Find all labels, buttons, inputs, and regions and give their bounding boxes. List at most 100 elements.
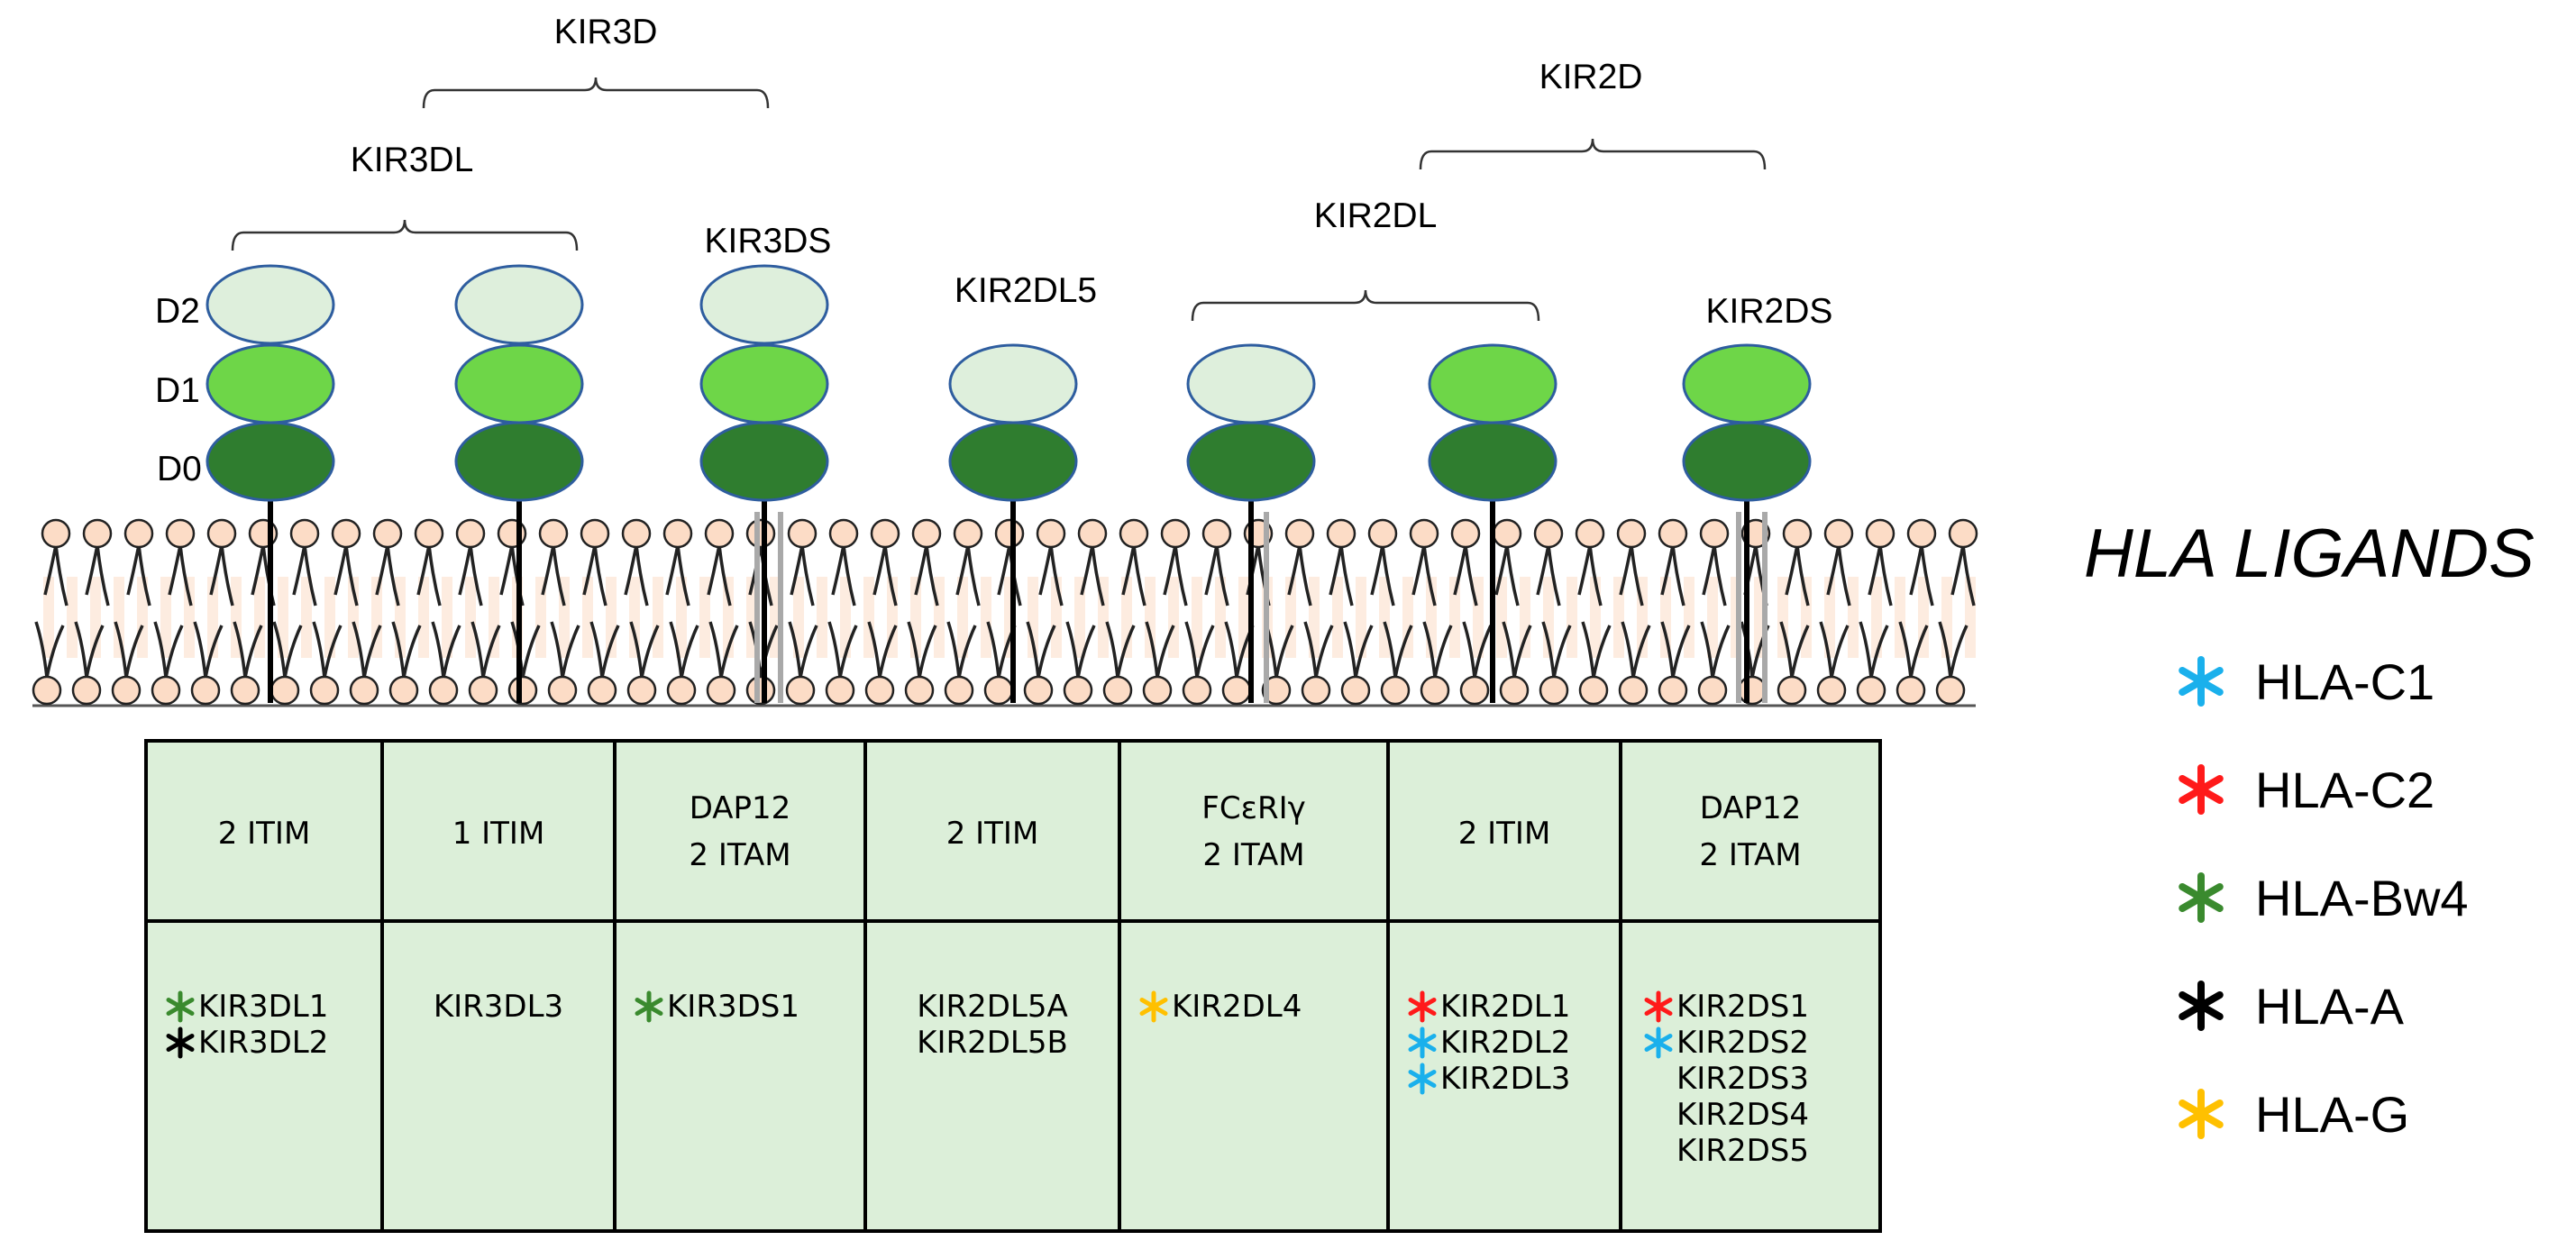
domain-d1 bbox=[454, 343, 584, 424]
label-kir3dl: KIR3DL bbox=[351, 141, 474, 179]
asterisk-icon bbox=[1408, 1063, 1437, 1095]
legend-label: HLA-C1 bbox=[2255, 653, 2434, 710]
phospholipid-top bbox=[41, 518, 71, 607]
lipid-tail-bg bbox=[582, 577, 593, 658]
asterisk-icon bbox=[1644, 1026, 1673, 1059]
phospholipid-top bbox=[331, 518, 361, 607]
lipid-tail-bg bbox=[1801, 577, 1812, 658]
phospholipid-top bbox=[911, 518, 942, 607]
motif-text: FCεRIγ bbox=[1201, 790, 1305, 826]
domain-d0 bbox=[1186, 421, 1316, 502]
phospholipid-top bbox=[1284, 518, 1315, 607]
phospholipid-top bbox=[372, 518, 403, 607]
phospholipid-top bbox=[1326, 518, 1357, 607]
lipid-tail-bg bbox=[981, 577, 991, 658]
lipid-tail-bg bbox=[418, 577, 429, 658]
phospholipid-bottom bbox=[1221, 621, 1255, 706]
receptors bbox=[206, 264, 1812, 703]
domain-label-d0: D0 bbox=[157, 450, 202, 488]
motif-text: DAP12 bbox=[1700, 790, 1802, 826]
gene-name: KIR2DS4 bbox=[1676, 1097, 1809, 1133]
bracket-kir3d bbox=[422, 77, 770, 109]
lipid-tail-bg bbox=[489, 577, 499, 658]
phospholipid-bottom bbox=[1182, 621, 1215, 706]
bracket-kir3dl bbox=[231, 219, 579, 251]
gene-cell: KIR3DS1 bbox=[635, 989, 799, 1025]
phospholipid-bottom bbox=[1301, 621, 1334, 706]
lipid-tail-bg bbox=[301, 577, 312, 658]
asterisk-icon bbox=[1408, 990, 1437, 1023]
phospholipid-bottom bbox=[1856, 621, 1889, 706]
phospholipid-bottom bbox=[32, 621, 65, 706]
domain-d1 bbox=[206, 343, 335, 424]
domain-d2 bbox=[948, 343, 1078, 424]
lipid-tail-bg bbox=[1520, 577, 1530, 658]
gene-name: KIR2DS1 bbox=[1676, 989, 1809, 1025]
phospholipid-top bbox=[1119, 518, 1149, 607]
motif-text: 2 ITIM bbox=[218, 816, 311, 852]
legend-label: HLA-A bbox=[2255, 978, 2405, 1035]
phospholipid-top bbox=[953, 518, 983, 607]
phospholipid-bottom bbox=[1777, 621, 1810, 706]
legend-label: HLA-G bbox=[2255, 1086, 2409, 1143]
phospholipid-bottom bbox=[1816, 621, 1850, 706]
phospholipid-bottom bbox=[1895, 621, 1929, 706]
phospholipid-bottom bbox=[1340, 621, 1374, 706]
legend-item-hla-c1: HLA-C1 bbox=[2179, 653, 2434, 710]
legend-item-hla-g: HLA-G bbox=[2179, 1086, 2409, 1143]
asterisk-icon bbox=[2179, 764, 2224, 815]
motif-text: 2 ITAM bbox=[1202, 837, 1304, 873]
asterisk-icon bbox=[2179, 872, 2224, 923]
phospholipid-bottom bbox=[1935, 621, 1969, 706]
lipid-tail-bg bbox=[324, 577, 335, 658]
lipid-tail-bg bbox=[699, 577, 710, 658]
legend-item-hla-bw4: HLA-Bw4 bbox=[2179, 870, 2469, 926]
phospholipid-bottom bbox=[825, 621, 858, 706]
bracket-kir2dl bbox=[1191, 289, 1540, 322]
lipid-tail-bg bbox=[1895, 577, 1905, 658]
asterisk-icon bbox=[2179, 981, 2224, 1031]
phospholipid-bottom bbox=[468, 621, 501, 706]
lipid-tail-bg bbox=[957, 577, 968, 658]
legend-label: HLA-C2 bbox=[2255, 762, 2434, 818]
domain-d1 bbox=[1428, 343, 1557, 424]
phospholipid-top bbox=[1533, 518, 1564, 607]
domain-d0 bbox=[948, 421, 1078, 502]
phospholipid-bottom bbox=[944, 621, 977, 706]
gene-cell: KIR3DL3 bbox=[434, 989, 563, 1025]
lipid-tail-bg bbox=[629, 577, 640, 658]
phospholipid-bottom bbox=[706, 621, 739, 706]
phospholipid-top bbox=[662, 518, 693, 607]
gene-name: KIR3DL3 bbox=[434, 989, 563, 1025]
lipid-tail-bg bbox=[1496, 577, 1507, 658]
receptor-7 bbox=[1682, 343, 1812, 703]
lipid-tail-bg bbox=[137, 577, 148, 658]
lipid-tail-bg bbox=[160, 577, 171, 658]
legend-title: HLA LIGANDS bbox=[2084, 515, 2535, 592]
domain-d1 bbox=[699, 343, 829, 424]
phospholipid-bottom bbox=[309, 621, 343, 706]
lipid-tail-bg bbox=[840, 577, 851, 658]
gene-name: KIR2DL5A bbox=[917, 989, 1068, 1025]
motif-text: 2 ITIM bbox=[1458, 816, 1551, 852]
motif-cell: 2 ITIM bbox=[218, 816, 311, 852]
phospholipid-top bbox=[1036, 518, 1066, 607]
phospholipid-top bbox=[580, 518, 610, 607]
domain-d0 bbox=[1428, 421, 1557, 502]
gene-name: KIR2DL4 bbox=[1172, 989, 1302, 1025]
motif-text: DAP12 bbox=[690, 790, 791, 826]
phospholipid-top bbox=[1948, 518, 1978, 607]
phospholipid-bottom bbox=[1578, 621, 1612, 706]
domain-d2 bbox=[206, 264, 335, 345]
phospholipid-top bbox=[1616, 518, 1647, 607]
lipid-tail-bg bbox=[1848, 577, 1859, 658]
receptor-1 bbox=[206, 264, 335, 703]
lipid-tail-bg bbox=[1824, 577, 1835, 658]
phospholipid-top bbox=[1409, 518, 1439, 607]
lipid-tail-bg bbox=[863, 577, 874, 658]
